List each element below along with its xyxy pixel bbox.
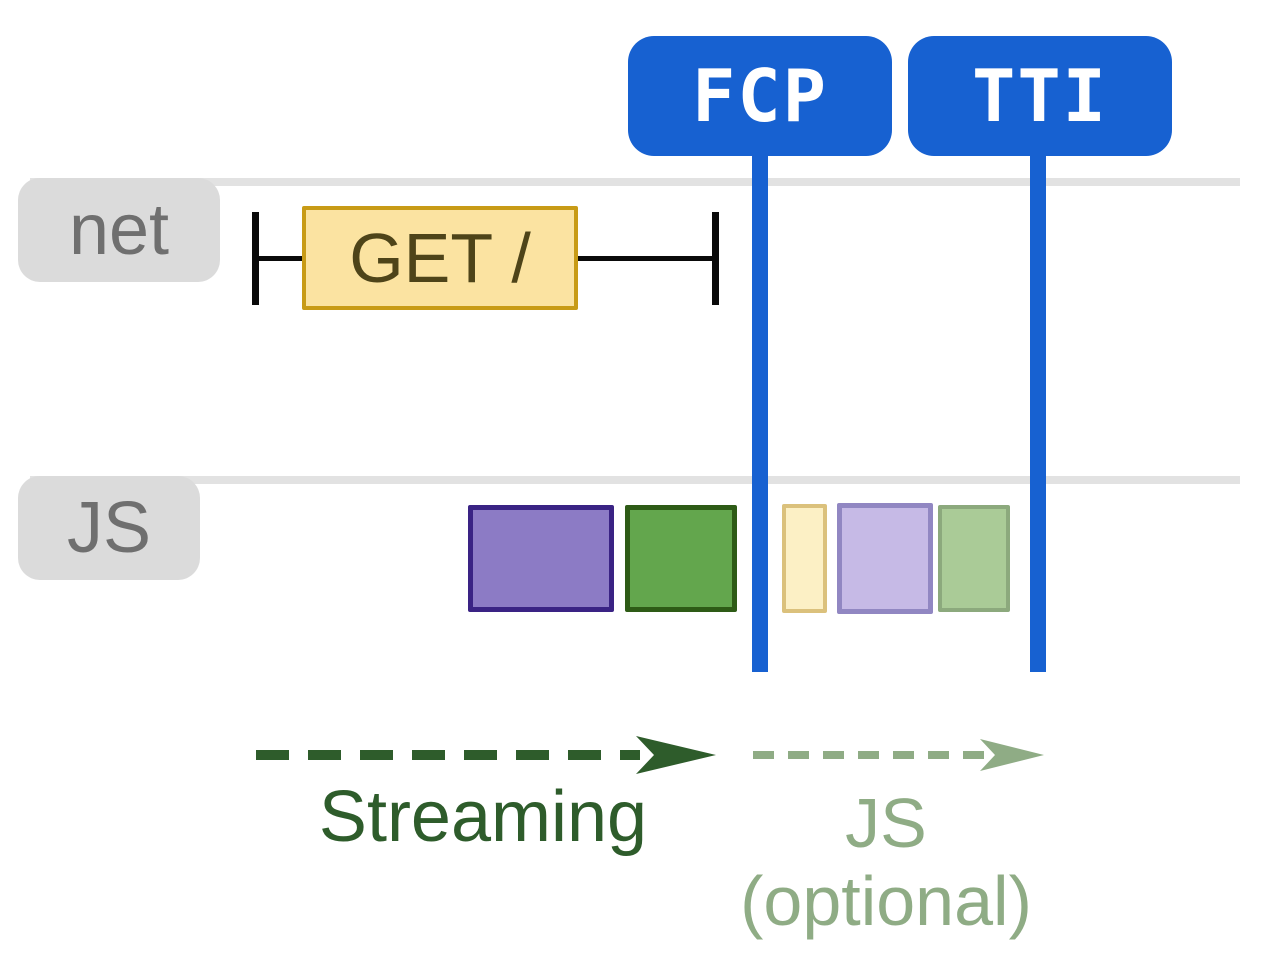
tti-marker-label: TTI [971,54,1109,138]
js-optional-phase-label: JS (optional) [721,784,1051,940]
streaming-dashed-arrow [256,736,716,774]
network-request-label: GET / [349,219,531,297]
request-start-tick [252,212,259,305]
fcp-marker-line [752,150,768,672]
js-task-faded-green [938,505,1010,612]
streaming-phase-label: Streaming [318,777,648,857]
js-optional-label-main: JS [845,784,927,862]
net-lane-label: net [68,190,170,270]
js-optional-label-sub: (optional) [740,862,1032,940]
js-task-faded-yellow [782,504,827,613]
js-task-solid-purple [468,505,614,612]
fcp-marker-flag: FCP [628,36,892,156]
network-request-box: GET / [302,206,578,310]
net-lane-line [30,178,1240,186]
tti-marker-line [1030,150,1046,672]
request-left-whisker-line [256,256,304,261]
js-lane-line [30,476,1240,484]
request-right-whisker-line [576,256,716,261]
net-lane-tab: net [18,178,220,282]
request-end-tick [712,212,719,305]
js-lane-label: JS [66,488,152,568]
js-optional-dashed-arrow [753,739,1044,771]
tti-marker-flag: TTI [908,36,1172,156]
fcp-marker-label: FCP [691,54,829,138]
js-task-faded-purple [837,503,933,614]
js-task-solid-green [625,505,737,612]
js-lane-tab: JS [18,476,200,580]
